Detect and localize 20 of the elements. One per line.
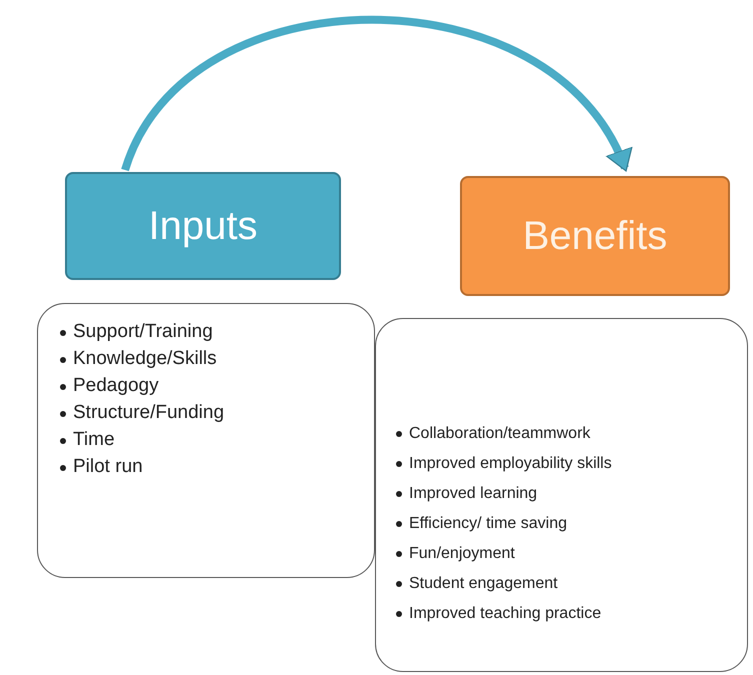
list-item: Pedagogy [73,374,159,398]
heading-box [460,176,730,296]
list-item: Efficiency/ time saving [409,514,567,534]
list-item: Support/Training [73,320,213,344]
list-item: Student engagement [409,574,558,594]
list-item: Time [73,428,115,452]
heading-box [65,172,341,280]
list-item: Pilot run [73,455,143,479]
list-item: Structure/Funding [73,401,224,425]
list-item: Improved employability skills [409,454,612,474]
list-box [37,303,375,578]
list-item: Improved learning [409,484,538,504]
list-item: Improved teaching practice [409,604,602,624]
list-box [375,318,748,672]
curved-arrow [121,16,630,172]
heading-text: Inputs [148,203,258,250]
list-item: Collaboration/teammwork [409,424,590,444]
list-item: Fun/enjoyment [409,544,515,564]
heading-text: Benefits [522,213,668,260]
list-item: Knowledge/Skills [73,347,217,371]
